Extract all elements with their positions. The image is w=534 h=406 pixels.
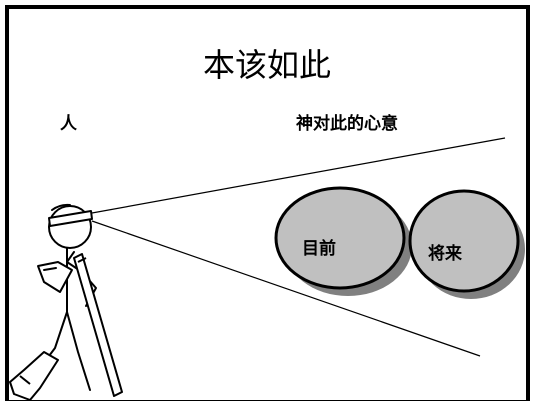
slide-title: 本该如此	[202, 46, 331, 84]
upper-sight-line	[91, 137, 506, 214]
lower-sight-line	[91, 220, 481, 357]
present-bubble	[274, 186, 406, 290]
boot-icon	[9, 351, 59, 401]
walking-stick-icon	[73, 253, 123, 397]
future-bubble-label: 将来	[428, 243, 463, 264]
god-intent-label: 神对此的心意	[296, 114, 398, 134]
present-bubble-label: 目前	[302, 238, 336, 259]
person-label: 人	[60, 114, 77, 134]
future-bubble	[408, 189, 520, 293]
slide-frame	[5, 5, 530, 401]
